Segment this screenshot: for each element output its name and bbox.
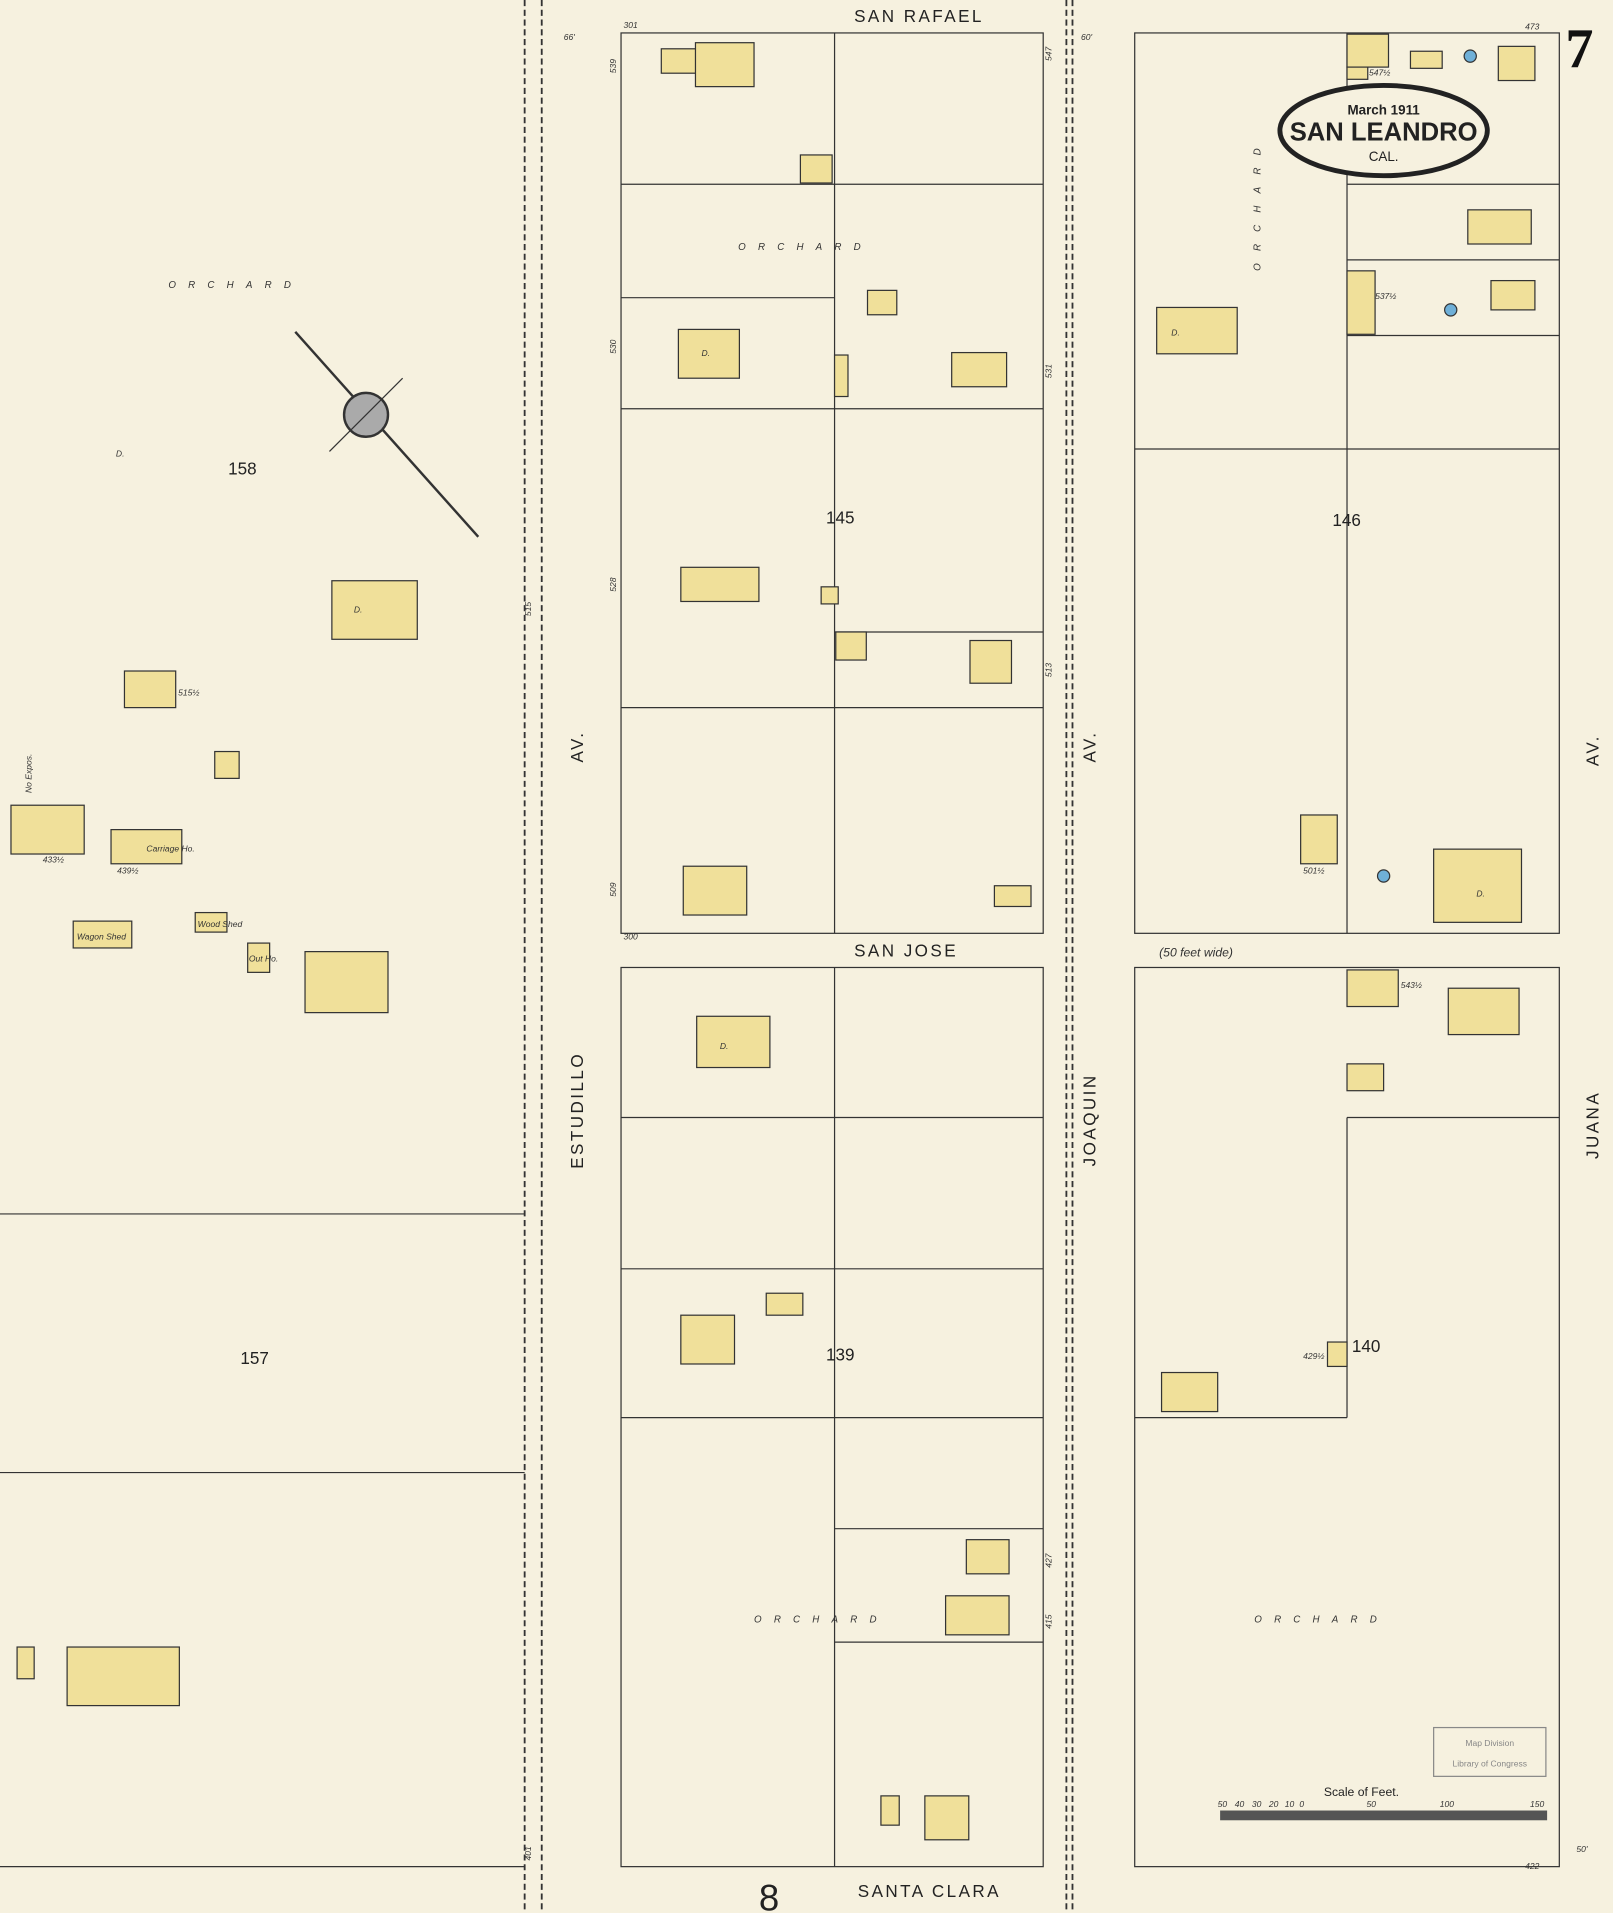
block-146 xyxy=(1134,32,1560,934)
scale-label: Scale of Feet. xyxy=(1324,1785,1399,1799)
street-san-rafael: SAN RAFAEL xyxy=(854,7,984,26)
scale-tick: 20 xyxy=(1268,1799,1279,1809)
address-number: 513 xyxy=(1044,663,1054,677)
dwelling-label: D. xyxy=(1476,889,1485,899)
north-arrow-compass-icon xyxy=(294,331,480,538)
address-number: 539 xyxy=(608,59,618,73)
orchard-label: ORCHARD xyxy=(738,242,873,253)
dwelling-label: D. xyxy=(1171,328,1180,338)
street-joaquin: JOAQUIN xyxy=(1081,1073,1100,1166)
address-number: 547 xyxy=(1044,47,1054,61)
address-number: 401 xyxy=(523,1846,533,1860)
address-number: 547½ xyxy=(1369,68,1390,78)
scale-tick: 40 xyxy=(1235,1799,1245,1809)
block-139 xyxy=(620,966,1044,1868)
no-exposure-label: No Expos. xyxy=(24,754,34,793)
buildings xyxy=(10,33,1536,1841)
street-av-label: AV. xyxy=(1081,731,1100,763)
scale-tick: 100 xyxy=(1440,1799,1454,1809)
title-cartouche: March 1911 SAN LEANDRO CAL. xyxy=(1277,82,1490,179)
frontage: 66' xyxy=(564,32,575,42)
block-number: 146 xyxy=(1332,511,1361,530)
water-tank-icon xyxy=(1444,303,1458,317)
carriage-house-label: Carriage Ho. xyxy=(146,844,194,854)
library-stamp: Map Division Library of Congress xyxy=(1433,1726,1547,1777)
frontage: 60' xyxy=(1081,32,1092,42)
scale-tick: 30 xyxy=(1252,1799,1262,1809)
stamp-line-1: Map Division xyxy=(1465,1738,1514,1748)
dwelling-label: D. xyxy=(720,1041,729,1051)
sheet-number: 7 xyxy=(1565,18,1593,80)
address-number: 531 xyxy=(1044,364,1054,378)
address-number: 543½ xyxy=(1401,980,1422,990)
address-number: 537½ xyxy=(1375,291,1396,301)
street-width-note: (50 feet wide) xyxy=(1159,946,1233,960)
dwelling-label: D. xyxy=(354,604,363,614)
block-number: 140 xyxy=(1352,1337,1381,1356)
scale-tick: 50 xyxy=(1218,1799,1228,1809)
dwelling-label: D. xyxy=(116,448,125,458)
address-number: 515½ xyxy=(178,687,199,697)
address-number: 301 xyxy=(623,20,637,30)
orchard-label: ORCHARD xyxy=(754,1615,889,1626)
address-number: 415 xyxy=(1044,1614,1054,1628)
block-number: 158 xyxy=(228,460,257,479)
address-number: 530 xyxy=(608,339,618,353)
dwelling-label: D. xyxy=(702,348,711,358)
frontage: 50' xyxy=(1576,1844,1587,1854)
street-juana: JUANA xyxy=(1583,1091,1602,1159)
street-santa-clara: SANTA CLARA xyxy=(858,1882,1001,1901)
orchard-label: ORCHARD xyxy=(1254,1615,1389,1626)
street-estudillo: ESTUDILLO xyxy=(568,1052,587,1169)
address-number: 300 xyxy=(623,931,637,941)
adjoining-sheet-ref: 8 xyxy=(759,1878,779,1913)
address-number: 528 xyxy=(608,577,618,591)
stamp-line-2: Library of Congress xyxy=(1453,1759,1527,1769)
wood-shed-label: Wood Shed xyxy=(198,919,243,929)
scale-tick: 10 xyxy=(1285,1799,1295,1809)
scale-bar: Scale of Feet. 50 40 30 20 10 0 50 100 1… xyxy=(1218,1785,1548,1821)
map-state: CAL. xyxy=(1369,149,1399,164)
address-number: 515 xyxy=(523,602,533,616)
scale-tick: 150 xyxy=(1530,1799,1544,1809)
address-number: 509 xyxy=(608,882,618,896)
street-av-label: AV. xyxy=(1583,734,1602,766)
address-number: 433½ xyxy=(43,855,64,865)
street-san-jose: SAN JOSE xyxy=(854,942,958,961)
outhouse-label: Out Ho. xyxy=(249,953,278,963)
block-number: 139 xyxy=(826,1345,855,1364)
address-number: 429½ xyxy=(1303,1351,1324,1361)
block-145 xyxy=(620,32,1044,934)
water-tank-icon xyxy=(1376,869,1391,883)
block-number: 145 xyxy=(826,508,855,527)
block-number: 157 xyxy=(240,1349,269,1368)
address-number: 422 xyxy=(1525,1861,1539,1871)
scale-tick: 0 xyxy=(1299,1799,1304,1809)
address-number: 501½ xyxy=(1303,866,1324,876)
orchard-label: ORCHARD xyxy=(168,280,303,291)
address-number: 473 xyxy=(1525,21,1539,31)
map-date: March 1911 xyxy=(1347,103,1420,118)
address-number: 439½ xyxy=(117,866,138,876)
map-city: SAN LEANDRO xyxy=(1290,118,1478,146)
wagon-shed-label: Wagon Shed xyxy=(77,931,126,941)
water-tank-icon xyxy=(1463,49,1477,63)
block-140 xyxy=(1134,966,1560,1868)
orchard-label: ORCHARD xyxy=(1252,136,1263,271)
scale-tick: 50 xyxy=(1367,1799,1377,1809)
street-av-label: AV. xyxy=(568,731,587,763)
address-number: 427 xyxy=(1044,1553,1054,1567)
